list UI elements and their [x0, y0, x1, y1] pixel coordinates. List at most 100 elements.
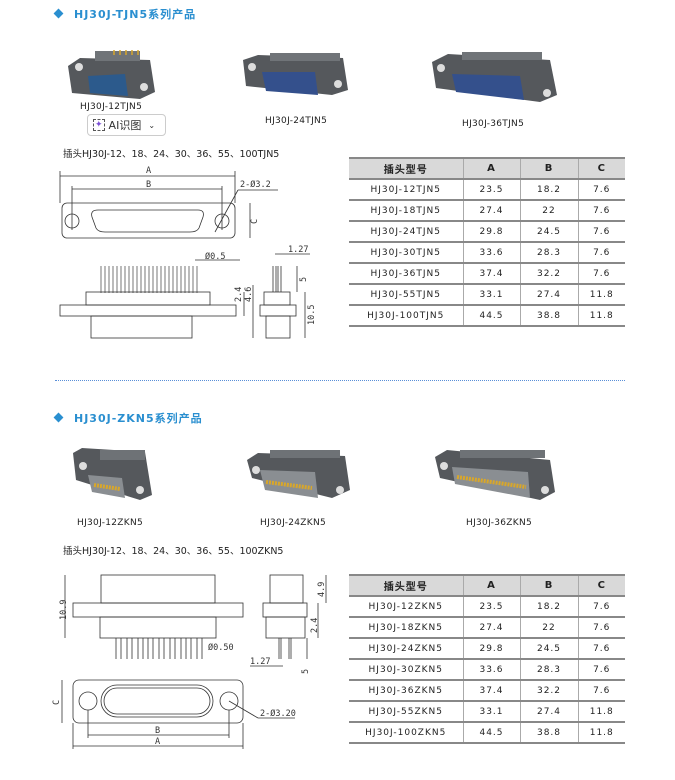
c-cell: 7.6: [577, 616, 625, 639]
product-label-36zkn5: HJ30J-36ZKN5: [466, 518, 533, 528]
dim-len5: 5: [301, 669, 311, 674]
a-cell: 33.1: [462, 700, 520, 723]
c-cell: 7.6: [577, 262, 625, 285]
b-cell: 22: [519, 199, 578, 222]
dim-2-4: 2.4: [310, 618, 320, 633]
header-model: 插头型号: [349, 157, 463, 180]
b-cell: 24.5: [519, 220, 578, 243]
c-cell: 11.8: [577, 721, 625, 744]
a-cell: 27.4: [462, 199, 520, 222]
model-cell: HJ30J-12TJN5: [349, 178, 463, 201]
a-cell: 37.4: [462, 679, 520, 702]
dim-hole: 2-Ø3.20: [260, 708, 296, 719]
model-cell: HJ30J-36ZKN5: [349, 679, 463, 702]
dim-pin: Ø0.50: [208, 642, 234, 653]
a-cell: 44.5: [462, 721, 520, 744]
dim-b: B: [146, 180, 151, 190]
dim-pitch: 1.27: [250, 657, 270, 667]
model-cell: HJ30J-24ZKN5: [349, 637, 463, 660]
model-cell: HJ30J-30TJN5: [349, 241, 463, 264]
caption-tjn5: 插头HJ30J-12、18、24、30、36、55、100TJN5: [63, 149, 280, 160]
a-cell: 37.4: [462, 262, 520, 285]
model-cell: HJ30J-100ZKN5: [349, 721, 463, 744]
product-label-36tjn5: HJ30J-36TJN5: [462, 119, 525, 129]
model-cell: HJ30J-55TJN5: [349, 283, 463, 306]
header-c: C: [577, 157, 625, 180]
ai-scan-icon: ✦: [93, 119, 105, 131]
b-cell: 32.2: [519, 679, 578, 702]
a-cell: 23.5: [462, 178, 520, 201]
c-cell: 11.8: [577, 304, 625, 327]
section-divider: [55, 380, 625, 381]
a-cell: 23.5: [462, 595, 520, 618]
zkn5-side-view: [64, 574, 327, 667]
tjn5-side-view: [59, 253, 310, 339]
connector-image-36zkn5: [435, 450, 555, 500]
c-cell: 7.6: [577, 637, 625, 660]
dim-4-9: 4.9: [317, 582, 327, 597]
connector-image-36tjn5: [432, 52, 557, 102]
dim-pin: Ø0.5: [205, 251, 225, 262]
ai-image-recognition-button[interactable]: ✦ AI识图 ⌄: [87, 114, 166, 136]
b-cell: 22: [519, 616, 578, 639]
product-label-12zkn5: HJ30J-12ZKN5: [77, 518, 144, 528]
c-cell: 7.6: [577, 199, 625, 222]
dim-a: A: [155, 737, 160, 747]
c-cell: 7.6: [577, 241, 625, 264]
header-c: C: [577, 574, 625, 597]
c-cell: 7.6: [577, 658, 625, 681]
a-cell: 33.6: [462, 658, 520, 681]
a-cell: 27.4: [462, 616, 520, 639]
dim-pitch: 1.27: [288, 245, 308, 255]
a-cell: 29.8: [462, 637, 520, 660]
c-cell: 7.6: [577, 178, 625, 201]
c-cell: 7.6: [577, 679, 625, 702]
b-cell: 18.2: [519, 178, 578, 201]
model-cell: HJ30J-12ZKN5: [349, 595, 463, 618]
model-cell: HJ30J-55ZKN5: [349, 700, 463, 723]
section-title-tjn5: HJ30J-TJN5系列产品: [74, 8, 197, 21]
dim-10-9: 10.9: [59, 600, 69, 620]
tjn5-top-view: [59, 171, 278, 239]
connector-image-12tjn5: [68, 50, 155, 99]
b-cell: 27.4: [519, 700, 578, 723]
product-label-24zkn5: HJ30J-24ZKN5: [260, 518, 327, 528]
connector-image-12zkn5: [73, 448, 152, 500]
dim-hole: 2-Ø3.2: [240, 179, 271, 190]
b-cell: 38.8: [519, 304, 578, 327]
zkn5-bottom-view: [61, 679, 295, 749]
header-a: A: [462, 574, 520, 597]
section-title-zkn5: HJ30J-ZKN5系列产品: [74, 412, 203, 425]
model-cell: HJ30J-100TJN5: [349, 304, 463, 327]
b-cell: 27.4: [519, 283, 578, 306]
b-cell: 32.2: [519, 262, 578, 285]
dim-b: B: [155, 726, 160, 736]
c-cell: 11.8: [577, 700, 625, 723]
product-label-24tjn5: HJ30J-24TJN5: [265, 116, 328, 126]
model-cell: HJ30J-36TJN5: [349, 262, 463, 285]
header-a: A: [462, 157, 520, 180]
product-label-12tjn5: HJ30J-12TJN5: [80, 102, 143, 112]
b-cell: 28.3: [519, 658, 578, 681]
zkn5-drawings: Ø0.50 10.9 4.9 2.4 1.27 5 C 2-Ø3.20 B A: [52, 448, 555, 749]
dim-2-4: 2.4: [234, 287, 244, 302]
b-cell: 28.3: [519, 241, 578, 264]
model-cell: HJ30J-30ZKN5: [349, 658, 463, 681]
b-cell: 18.2: [519, 595, 578, 618]
c-cell: 7.6: [577, 220, 625, 243]
c-cell: 11.8: [577, 283, 625, 306]
header-model: 插头型号: [349, 574, 463, 597]
